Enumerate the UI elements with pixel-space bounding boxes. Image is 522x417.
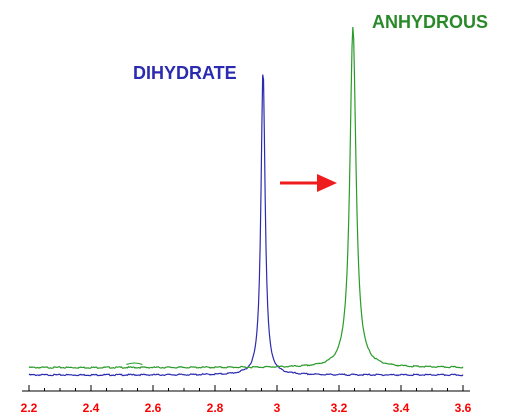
series-line-anhydrous: [28, 26, 464, 370]
series-line-dihydrate: [28, 74, 464, 377]
x-tick-label-1: 2.4: [83, 401, 100, 415]
x-tick-label-2: 2.6: [145, 401, 162, 415]
series-label-anhydrous: ANHYDROUS: [372, 12, 488, 32]
series-label-dihydrate: DIHYDRATE: [133, 63, 237, 83]
shift-arrow: [280, 174, 337, 192]
x-tick-label-5: 3.2: [331, 401, 348, 415]
x-ticks: 2.2 2.4 2.6 2.8 3 3.2 3.4 3.6: [21, 385, 472, 415]
x-tick-label-6: 3.4: [393, 401, 410, 415]
shift-arrow-head: [317, 174, 337, 192]
x-tick-label-3: 2.8: [207, 401, 224, 415]
series-group: [28, 26, 464, 377]
x-tick-label-0: 2.2: [21, 401, 38, 415]
series-small-bump: [126, 362, 143, 366]
x-tick-label-7: 3.6: [455, 401, 472, 415]
x-tick-label-4: 3: [274, 401, 281, 415]
